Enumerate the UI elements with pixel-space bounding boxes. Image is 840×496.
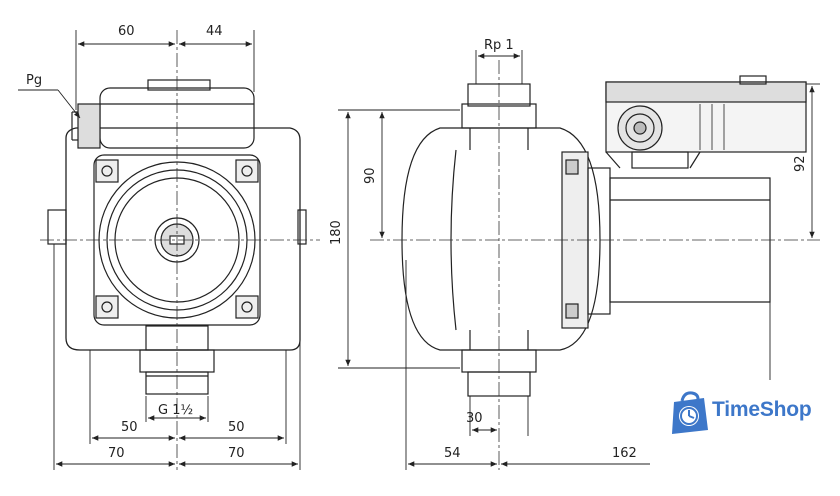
dim-motor-92: 92 xyxy=(793,155,808,172)
dim-outer-right: 70 xyxy=(228,446,245,461)
dim-thread-g: G 1½ xyxy=(158,403,193,418)
dim-top-right: 44 xyxy=(206,24,223,39)
dim-pg-label: Pg xyxy=(26,73,42,88)
dim-outer-left: 70 xyxy=(108,446,125,461)
dim-top-left: 60 xyxy=(118,24,135,39)
dim-height-90: 90 xyxy=(363,167,378,184)
side-view xyxy=(401,75,807,397)
side-dimension-lines xyxy=(338,50,820,470)
side-centerlines xyxy=(370,60,820,470)
front-centerlines xyxy=(40,30,320,470)
dim-bottom-right-half: 50 xyxy=(228,420,245,435)
dim-height-180: 180 xyxy=(329,220,344,245)
dim-rp: Rp 1 xyxy=(484,38,514,53)
dim-bottom-left-half: 50 xyxy=(121,420,138,435)
timeshop-logo: TimeShop xyxy=(668,388,838,436)
brand-name: TimeShop xyxy=(712,398,812,421)
dim-width-30: 30 xyxy=(466,411,483,426)
front-dimension-lines xyxy=(18,30,301,470)
flange-bolts xyxy=(95,159,259,319)
dim-width-162: 162 xyxy=(612,446,637,461)
dim-width-54: 54 xyxy=(444,446,461,461)
clock-bag-icon xyxy=(672,391,708,434)
